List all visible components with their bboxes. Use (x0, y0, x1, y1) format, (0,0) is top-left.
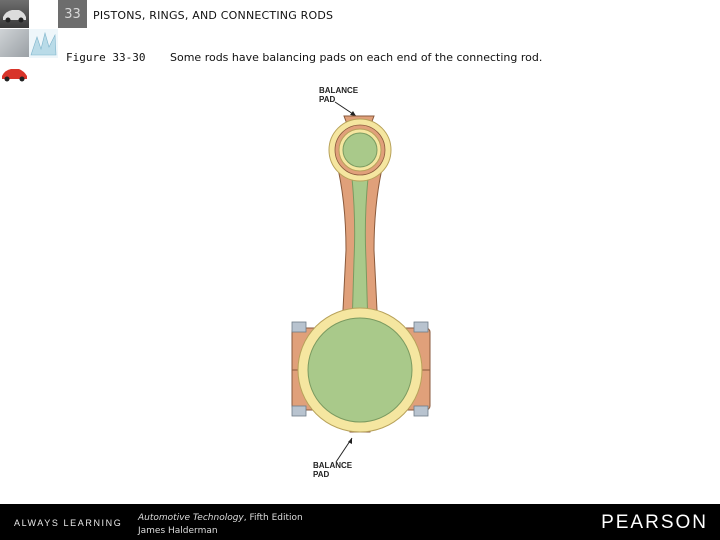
callout-bottom-line2: PAD (313, 470, 330, 479)
figure-caption: Some rods have balancing pads on each en… (170, 51, 543, 64)
book-author: James Halderman (138, 526, 218, 536)
callout-bottom-arrow (335, 437, 353, 463)
callout-bottom: BALANCE PAD (313, 461, 352, 479)
book-title: Automotive Technology (138, 513, 244, 523)
footer-bar: ALWAYS LEARNING Automotive Technology, F… (0, 504, 720, 540)
bolt-head-right-bottom (413, 405, 429, 417)
callout-top-arrow (334, 101, 357, 117)
callout-bottom-line1: BALANCE (313, 461, 353, 470)
connecting-rod-diagram (291, 101, 431, 463)
book-info: Automotive Technology, Fifth Edition Jam… (138, 512, 303, 538)
decorative-crystal-image (29, 29, 58, 58)
crank-bore (307, 317, 413, 423)
footer-tagline: ALWAYS LEARNING (14, 518, 123, 528)
rod-web (351, 177, 369, 329)
thumbnail-strip (0, 0, 58, 90)
engine-thumbnail (0, 29, 29, 57)
bolt-head-left-top (291, 321, 307, 333)
bolt-head-right-top (413, 321, 429, 333)
car-thumbnail-2 (0, 58, 29, 88)
figure-label: Figure 33-30 (66, 51, 146, 64)
chapter-title: PISTONS, RINGS, AND CONNECTING RODS (93, 9, 334, 22)
publisher-logo: PEARSON (601, 512, 708, 533)
callout-top-line1: BALANCE (319, 86, 359, 95)
piston-pin-bore-inner (342, 132, 378, 168)
callout-top-line2: PAD (319, 95, 336, 104)
bolt-head-left-bottom (291, 405, 307, 417)
car-thumbnail-1 (0, 0, 29, 28)
chapter-number: 33 (58, 0, 87, 28)
book-edition: , Fifth Edition (243, 513, 303, 523)
callout-top: BALANCE PAD (319, 86, 358, 104)
